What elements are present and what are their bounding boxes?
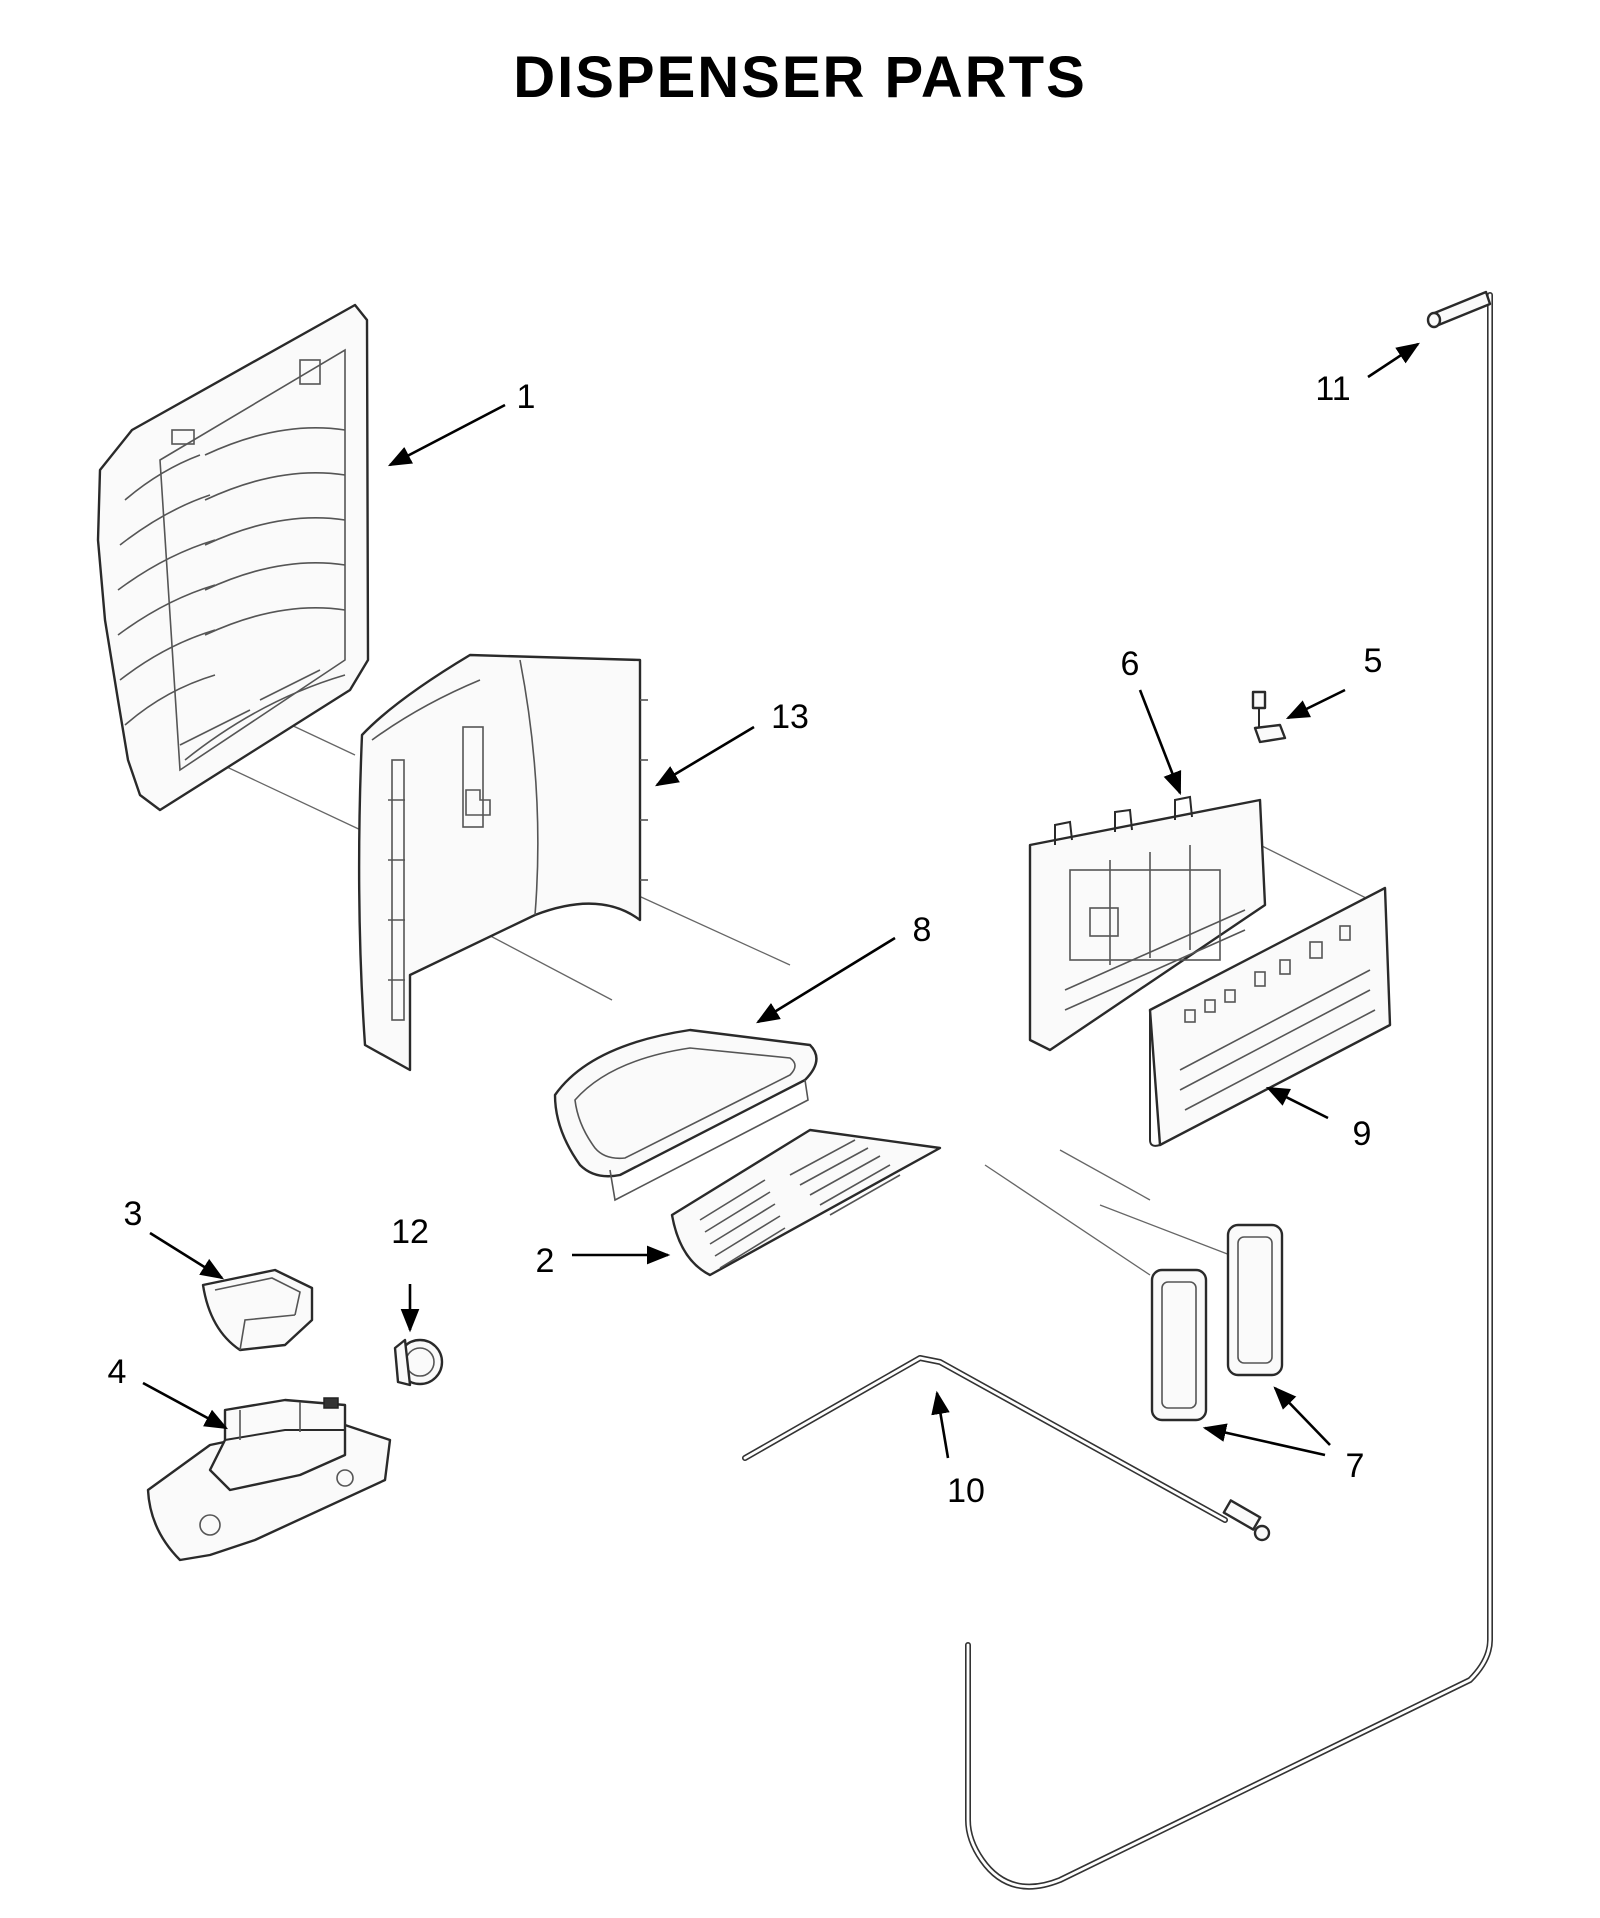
part-11-fill-tube: [965, 290, 1493, 1890]
callout-8: 8: [913, 911, 932, 949]
callout-6: 6: [1121, 645, 1140, 683]
part-7-paddles: [1150, 1223, 1284, 1422]
callout-13: 13: [771, 698, 809, 736]
callout-4: 4: [108, 1353, 127, 1391]
callout-arrows: [142, 342, 1420, 1459]
part-13-chute-cover: [357, 653, 648, 1072]
callout-labels: 1 2 3 4 5 6 7 8 9 10 11 12 13: [108, 370, 1383, 1510]
callout-12: 12: [391, 1213, 429, 1251]
part-5-wire-harness: [1251, 690, 1287, 744]
callout-2: 2: [536, 1242, 555, 1280]
part-4-auger-assembly: [146, 1397, 392, 1562]
callout-3: 3: [124, 1195, 143, 1233]
callout-9: 9: [1353, 1115, 1372, 1153]
part-1-dispenser-housing: [96, 303, 370, 812]
part-3-chute-door: [201, 1268, 314, 1352]
callout-1: 1: [517, 378, 536, 416]
callout-7: 7: [1346, 1447, 1365, 1485]
callout-5: 5: [1364, 642, 1383, 680]
page-title: DISPENSER PARTS: [513, 45, 1087, 110]
part-12-motor: [393, 1338, 444, 1387]
callout-11: 11: [1315, 370, 1350, 408]
part-8-drip-tray-frame: [553, 1028, 818, 1202]
part-6-control-housing: [1028, 795, 1267, 1052]
part-10-water-tube: [742, 1355, 1271, 1542]
part-9-control-panel: [1148, 886, 1392, 1147]
part-2-drip-grille: [670, 1128, 942, 1277]
callout-10: 10: [947, 1472, 985, 1510]
